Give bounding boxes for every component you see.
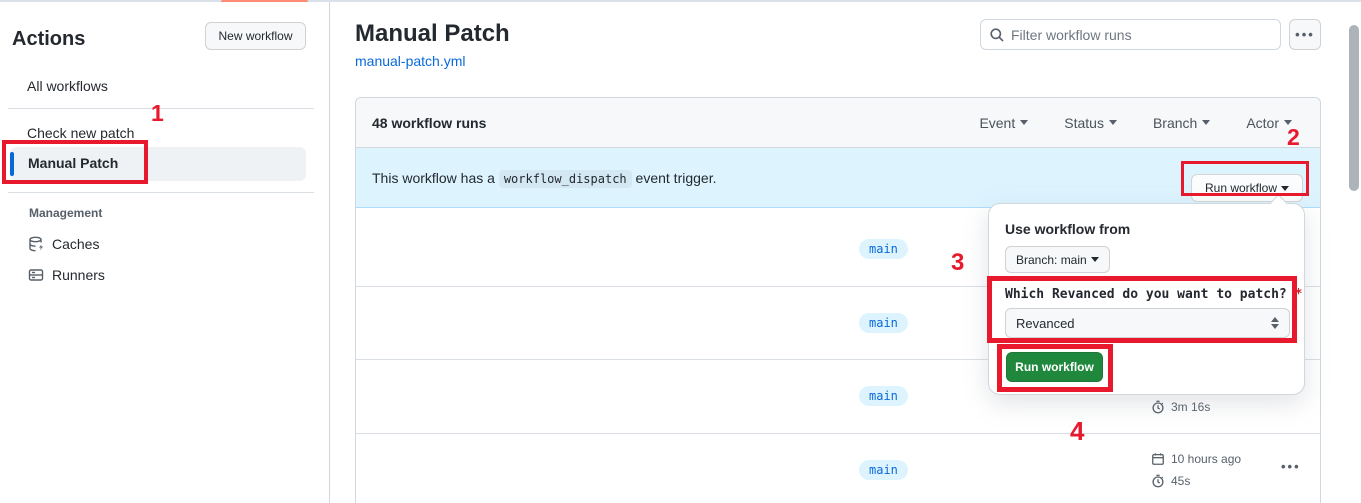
required-asterisk: * [1294, 287, 1303, 302]
run-duration: 45s [1151, 474, 1190, 488]
filter-branch[interactable]: Branch [1152, 114, 1211, 131]
sidebar-item-manual-patch[interactable]: Manual Patch [10, 147, 306, 181]
annotation-number-2: 2 [1287, 124, 1300, 150]
annotation-number-1: 1 [151, 100, 164, 126]
run-date: 10 hours ago [1151, 452, 1241, 466]
row-divider [356, 433, 1320, 434]
banner-text-before: This workflow has a [372, 169, 495, 186]
run-workflow-label: Run workflow [1204, 181, 1278, 195]
run-options-kebab-icon[interactable]: ••• [1281, 459, 1301, 474]
workflow-input-label: Which Revanced do you want to patch? * [1005, 287, 1302, 302]
branch-badge[interactable]: main [859, 386, 908, 406]
filter-event[interactable]: Event [979, 114, 1029, 131]
stopwatch-icon [1151, 400, 1165, 414]
chevron-down-icon [1284, 120, 1292, 125]
sidebar-item-label: Caches [52, 236, 100, 252]
filter-workflow-runs-box [980, 19, 1281, 50]
chevron-down-icon [1202, 120, 1211, 125]
cache-icon [28, 236, 44, 252]
runs-header: 48 workflow runs Event Status Branch Act… [356, 98, 1320, 148]
chevron-down-icon [1020, 120, 1029, 125]
run-workflow-dropdown-button[interactable]: Run workflow [1191, 174, 1303, 202]
filter-label: Actor [1246, 114, 1279, 131]
filter-workflow-runs-input[interactable] [1011, 26, 1272, 43]
banner-text: This workflow has a workflow_dispatch ev… [372, 169, 717, 188]
chevron-down-icon [1090, 257, 1099, 262]
revanced-select[interactable]: Revanced [1005, 308, 1290, 338]
calendar-icon [1151, 452, 1165, 466]
runs-filters: Event Status Branch Actor [979, 115, 1292, 131]
filter-actor[interactable]: Actor [1246, 115, 1292, 131]
filter-label: Event [979, 114, 1016, 131]
annotation-number-4: 4 [1070, 416, 1085, 446]
run-workflow-popup: Use workflow from Branch: main Which Rev… [988, 194, 1305, 395]
runs-count: 48 workflow runs [372, 114, 487, 131]
runners-icon [28, 267, 44, 283]
workflow-file-link[interactable]: manual-patch.yml [355, 53, 466, 69]
filter-status[interactable]: Status [1064, 115, 1117, 131]
popup-heading: Use workflow from [1005, 221, 1131, 237]
duration-text: 3m 16s [1171, 400, 1211, 414]
sidebar-item-check-new-patch[interactable]: Check new patch [27, 125, 135, 141]
chevron-down-icon [1281, 185, 1290, 191]
actions-sidebar: Actions New workflow All workflows Check… [0, 2, 330, 503]
branch-badge[interactable]: main [859, 239, 908, 259]
date-text: 10 hours ago [1171, 452, 1242, 466]
branch-select-button[interactable]: Branch: main [1005, 246, 1110, 273]
up-down-arrows-icon [1271, 317, 1279, 329]
select-value: Revanced [1016, 315, 1075, 331]
sidebar-item-label: Runners [52, 267, 105, 283]
sidebar-divider [8, 108, 314, 109]
duration-text: 45s [1171, 474, 1191, 488]
sidebar-item-label: Manual Patch [28, 155, 119, 171]
scrollbar-thumb[interactable] [1349, 25, 1359, 191]
sidebar-item-all-workflows[interactable]: All workflows [27, 78, 108, 94]
workflow-dispatch-banner: This workflow has a workflow_dispatch ev… [356, 148, 1320, 208]
filter-label: Status [1064, 114, 1104, 131]
row-divider [356, 286, 1320, 287]
run-duration: 3m 16s [1151, 400, 1210, 414]
top-border [0, 0, 1361, 2]
input-label-text: Which Revanced do you want to patch? [1005, 287, 1287, 302]
branch-badge[interactable]: main [859, 313, 908, 333]
branch-badge[interactable]: main [859, 460, 908, 480]
sidebar-item-runners[interactable]: Runners [28, 267, 105, 283]
active-tab-underline [221, 0, 308, 3]
workflow-runs-panel: 48 workflow runs Event Status Branch Act… [355, 97, 1321, 503]
filter-label: Branch [1152, 114, 1198, 131]
management-heading: Management [29, 206, 103, 220]
sidebar-item-caches[interactable]: Caches [28, 236, 99, 252]
workflow-dispatch-code: workflow_dispatch [498, 169, 632, 188]
new-workflow-button[interactable]: New workflow [205, 22, 306, 50]
annotation-number-3: 3 [951, 249, 965, 276]
run-workflow-submit-button[interactable]: Run workflow [1006, 352, 1103, 382]
sidebar-divider [8, 192, 314, 193]
kebab-icon: ••• [1295, 26, 1315, 42]
row-divider [356, 359, 1320, 360]
banner-text-after: event trigger. [635, 169, 717, 186]
branch-select-label: Branch: main [1016, 252, 1087, 267]
sidebar-title: Actions [12, 28, 86, 50]
stopwatch-icon [1151, 474, 1165, 488]
search-icon [989, 27, 1005, 43]
page-title: Manual Patch [355, 20, 510, 47]
workflow-more-options-button[interactable]: ••• [1289, 19, 1321, 50]
chevron-down-icon [1108, 120, 1117, 125]
selected-indicator-bar [10, 152, 14, 176]
